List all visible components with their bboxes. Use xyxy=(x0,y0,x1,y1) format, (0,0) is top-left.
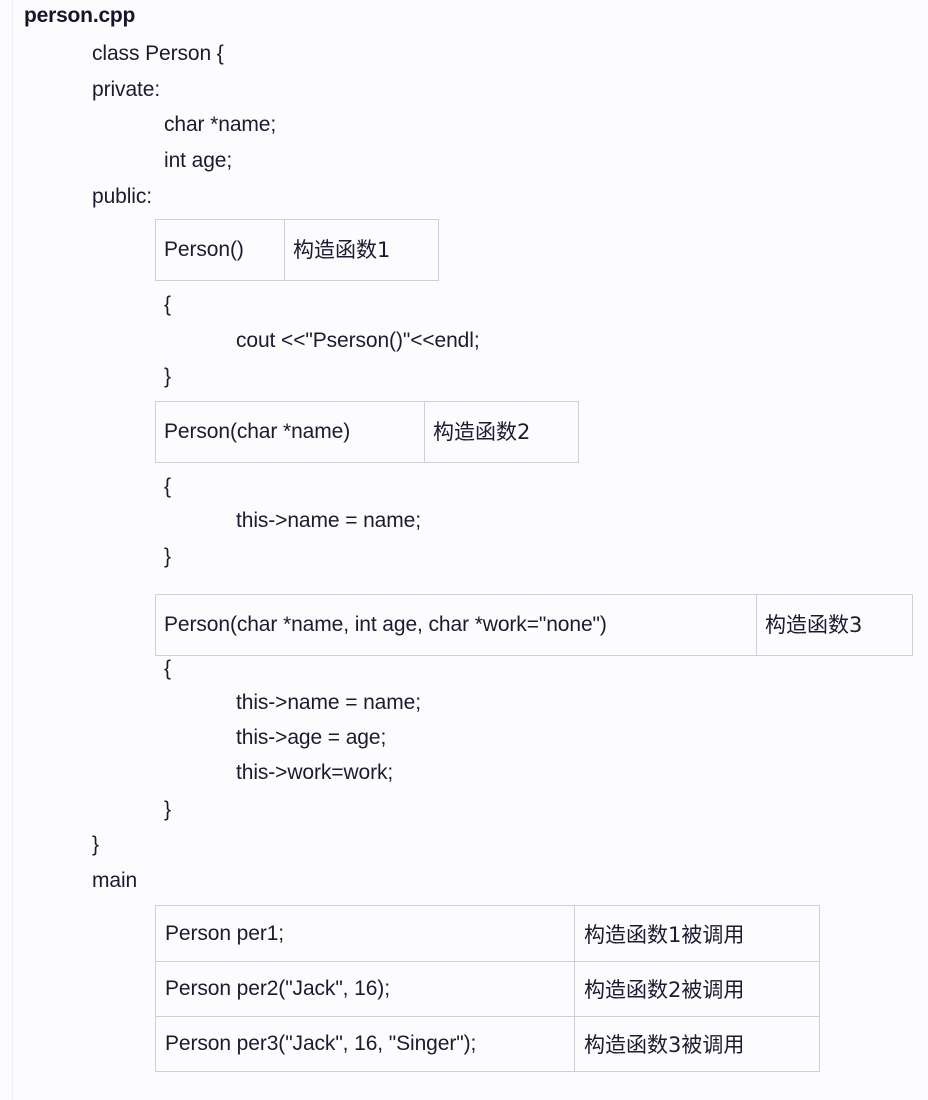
line-this-age-3: this->age = age; xyxy=(236,726,387,749)
line-open-brace-2: { xyxy=(164,475,171,498)
constructor-2-signature: Person(char *name) xyxy=(164,419,351,443)
line-open-brace-1: { xyxy=(164,293,171,316)
constructor-1-annotation: 构造函数1 xyxy=(284,220,438,280)
table-row: Person per3("Jack", 16, "Singer"); 构造函数3被… xyxy=(156,1016,819,1071)
constructor-2-annotation: 构造函数2 xyxy=(424,402,578,462)
main-row-1-code: Person per1; xyxy=(165,921,285,945)
constructor-2-box: Person(char *name) 构造函数2 xyxy=(155,401,579,463)
main-row-3-code: Person per3("Jack", 16, "Singer"); xyxy=(165,1032,477,1055)
line-this-name-3: this->name = name; xyxy=(236,691,421,714)
line-public: public: xyxy=(92,185,153,208)
table-row: Person per1; 构造函数1被调用 xyxy=(156,906,819,961)
constructor-3-annotation: 构造函数3 xyxy=(756,595,912,655)
line-cout: cout <<"Pserson()"<<endl; xyxy=(236,329,480,352)
left-margin-rule xyxy=(12,0,13,1100)
line-class-person: class Person { xyxy=(92,42,224,65)
main-row-3-annotation: 构造函数3被调用 xyxy=(574,1017,819,1071)
line-close-brace-1: } xyxy=(164,365,171,388)
line-this-work-3: this->work=work; xyxy=(236,761,394,784)
main-row-2-code: Person per2("Jack", 16); xyxy=(165,977,390,1000)
line-class-close: } xyxy=(92,833,99,856)
line-private: private: xyxy=(92,78,161,101)
constructor-3-signature: Person(char *name, int age, char *work="… xyxy=(164,612,607,636)
line-close-brace-2: } xyxy=(164,545,171,568)
constructor-1-box: Person() 构造函数1 xyxy=(155,219,439,281)
line-char-name: char *name; xyxy=(164,113,277,136)
line-this-name-2: this->name = name; xyxy=(236,509,421,532)
line-open-brace-3: { xyxy=(164,657,171,680)
line-int-age: int age; xyxy=(164,149,233,172)
line-main: main xyxy=(92,869,138,892)
main-row-2-annotation: 构造函数2被调用 xyxy=(574,962,819,1016)
line-close-brace-3: } xyxy=(164,798,171,821)
table-row: Person per2("Jack", 16); 构造函数2被调用 xyxy=(156,961,819,1016)
main-row-1-annotation: 构造函数1被调用 xyxy=(574,906,819,961)
constructor-3-box: Person(char *name, int age, char *work="… xyxy=(155,594,913,656)
page-title: person.cpp xyxy=(24,4,136,27)
constructor-1-signature: Person() xyxy=(164,237,244,261)
